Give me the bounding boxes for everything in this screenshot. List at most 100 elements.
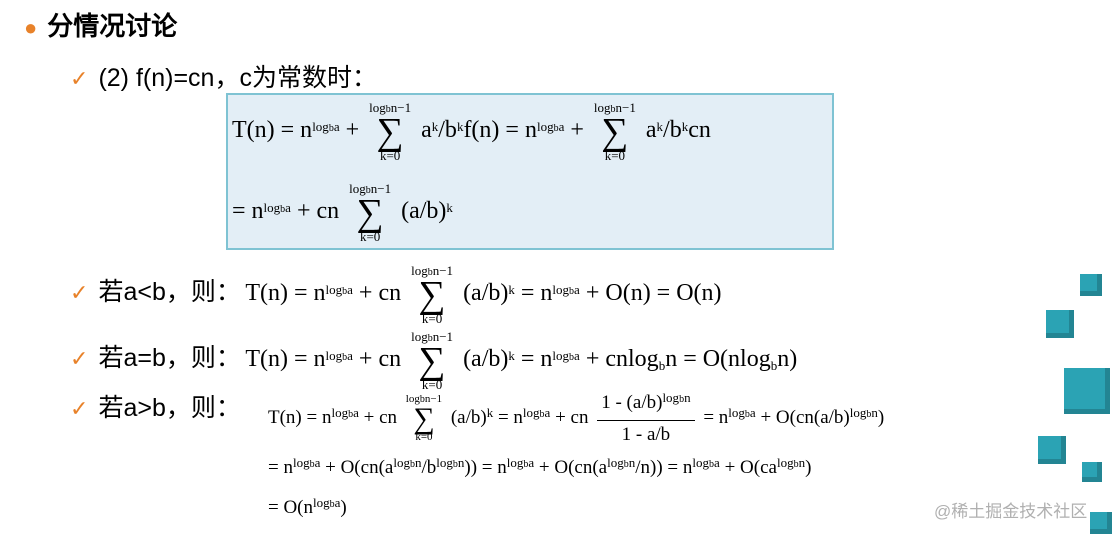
formula-text: = O(n [268, 497, 314, 518]
decorative-cube [1038, 436, 1066, 464]
sum-upper-limit: logbn−1 [411, 328, 454, 344]
decorative-cube [1080, 274, 1102, 296]
exponent: logba [522, 405, 551, 420]
formula-text: f(n) = n [463, 117, 537, 143]
exponent: logbn [776, 455, 806, 470]
formula-text: ) [340, 497, 347, 518]
exponent: logbn [607, 455, 636, 470]
plus-sign: + [345, 117, 360, 143]
formula-line-1: T(n) = nlogba + logbn−1 ∑ k=0 ak/bkf(n) … [232, 100, 711, 165]
sigma-icon: ∑ [413, 402, 435, 436]
formula-text: + O(cn(a/b) [760, 407, 850, 428]
formula-text: = n [232, 198, 264, 224]
formula-text: /b [421, 457, 437, 478]
fraction-numerator: 1 - (a/b)logbn [597, 390, 695, 421]
case2-text: (2) f(n)=cn，c为常数时： [98, 64, 377, 92]
exponent: logbn [849, 405, 878, 420]
case-gt-line-3: = O(nlogba) [268, 488, 347, 531]
decorative-cube [1090, 512, 1112, 534]
sum-upper-limit: logbn−1 [411, 262, 454, 278]
formula-text: (a/b) [450, 407, 487, 428]
formula-text: T(n) = n [245, 346, 326, 372]
formula-text: = n [497, 407, 523, 428]
checkmark-icon: ✓ [70, 346, 89, 371]
checkmark-icon: ✓ [70, 396, 89, 421]
formula-text: (a/b) [463, 346, 509, 372]
formula-text: = n [268, 457, 293, 478]
plus-sign: + [570, 117, 584, 143]
decorative-cube [1064, 368, 1110, 414]
checkmark-icon: ✓ [70, 280, 89, 305]
formula-text: /n)) = n [635, 457, 693, 478]
sum-upper-limit: logbn−1 [369, 99, 412, 115]
case-gt-line-1: T(n) = nlogba + cn logbn−1 ∑ k=0 (a/b)k … [268, 388, 884, 451]
formula-text: + cn [555, 407, 589, 428]
exponent: logba [325, 282, 353, 297]
formula-text: = n [703, 407, 729, 428]
formula-text: (a/b) [463, 280, 509, 306]
formula-text: + cn [363, 407, 398, 428]
formula-text: + O(cn(a [325, 457, 394, 478]
formula-text: + cnlog [585, 346, 659, 372]
formula-text: a [645, 117, 657, 143]
summation: logbn−1 ∑ k=0 [594, 101, 636, 162]
summation: logbn−1 ∑ k=0 [411, 264, 453, 325]
formula-text: + O(ca [724, 457, 777, 478]
case-gt-line-2: = nlogba + O(cn(alogbn/blogbn)) = nlogba… [268, 446, 811, 493]
watermark: @稀土掘金技术社区 [934, 502, 1088, 521]
exponent: k [431, 119, 439, 134]
exponent: k [508, 282, 515, 297]
formula-text: T(n) = n [232, 117, 313, 143]
formula-text: = n [520, 346, 553, 372]
formula-text: = n [520, 280, 553, 306]
exponent: logba [536, 119, 565, 134]
formula-line-2: = nlogba + cn logbn−1 ∑ k=0 (a/b)k [232, 181, 453, 246]
exponent: logba [313, 495, 341, 510]
formula-box [226, 93, 834, 250]
checkmark-icon: ✓ [70, 66, 89, 91]
subscript: b [770, 358, 778, 373]
formula-text: n = O(nlog [665, 346, 771, 372]
exponent: logba [728, 405, 756, 420]
formula-text: /b [663, 117, 682, 143]
bullet-icon: ● [24, 15, 38, 40]
exponent: logba [292, 455, 321, 470]
fraction-denominator: 1 - a/b [621, 423, 671, 445]
exponent: logba [506, 455, 535, 470]
formula-text: + cn [358, 280, 402, 306]
fraction: 1 - (a/b)logbn 1 - a/b [597, 390, 695, 447]
case-a-equal-b: ✓若a=b，则： T(n) = nlogba + cn logbn−1 ∑ k=… [70, 328, 797, 394]
exponent: k [656, 119, 664, 134]
formula-text: cn [688, 117, 711, 143]
formula-text: ) [805, 457, 812, 478]
formula-text: + O(cn(a [538, 457, 608, 478]
decorative-cube [1082, 462, 1102, 482]
formula-text: T(n) = n [245, 280, 326, 306]
exponent: logba [552, 348, 580, 363]
formula-text: ) [877, 407, 885, 428]
case-label: 若a>b，则： [98, 394, 241, 422]
exponent: logba [312, 119, 340, 134]
exponent: k [486, 405, 494, 420]
exponent: logba [263, 200, 291, 215]
exponent: logbn [393, 455, 422, 470]
summation: logbn−1 ∑ k=0 [349, 182, 391, 243]
formula-text: n) [777, 346, 798, 372]
formula-text: T(n) = n [268, 407, 332, 428]
sum-lower-limit: k=0 [359, 229, 381, 245]
sigma-icon: ∑ [356, 191, 384, 234]
formula-text: + cn [296, 198, 340, 224]
sum-lower-limit: k=0 [379, 148, 401, 164]
sum-upper-limit: logbn−1 [405, 393, 443, 406]
subscript: b [658, 358, 666, 373]
decorative-cube [1046, 310, 1074, 338]
summation: logbn−1 ∑ k=0 [411, 330, 453, 391]
heading-text: 分情况讨论 [47, 11, 178, 41]
section-heading: ● 分情况讨论 [24, 6, 177, 43]
exponent: logba [331, 405, 359, 420]
case-a-less-b: ✓若a<b，则： T(n) = nlogba + cn logbn−1 ∑ k=… [70, 262, 722, 328]
exponent: logba [325, 348, 353, 363]
sum-lower-limit: k=0 [421, 377, 443, 393]
sigma-icon: ∑ [418, 273, 446, 316]
exponent: logba [692, 455, 720, 470]
